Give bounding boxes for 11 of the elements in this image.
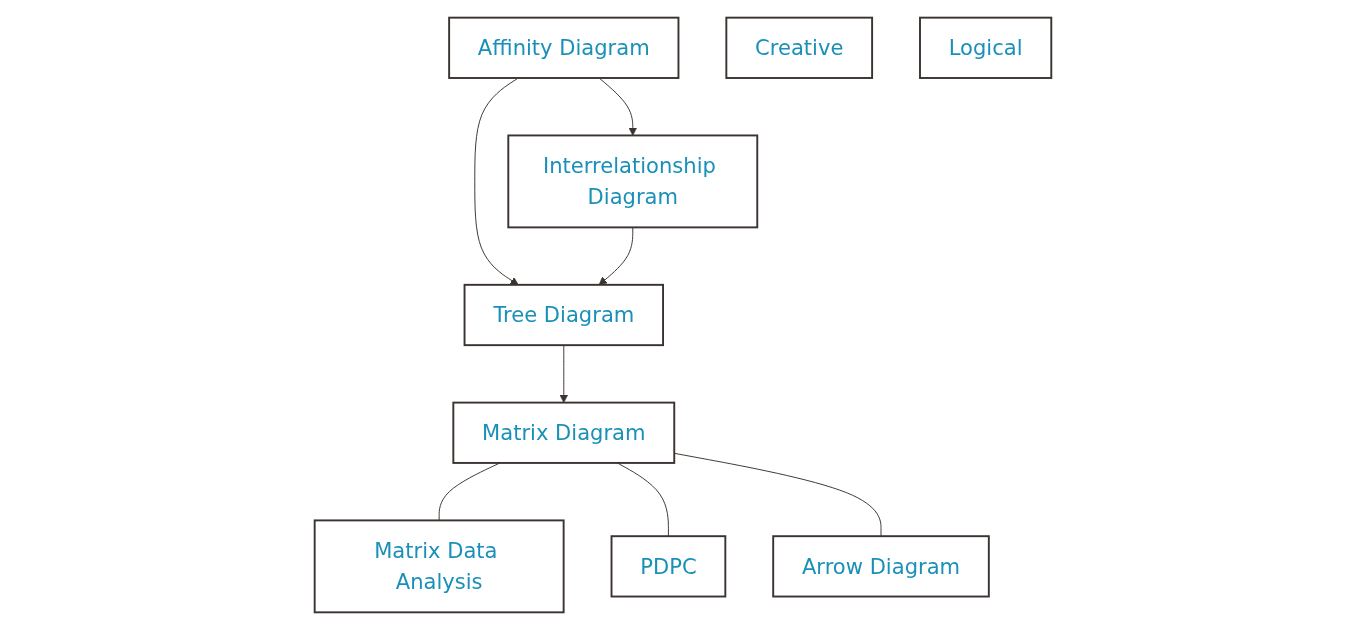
node-box: Matrix Diagram xyxy=(452,401,676,464)
node-box: Interrelationship Diagram xyxy=(507,134,759,229)
node-box: Tree Diagram xyxy=(463,283,664,347)
node-box: Logical xyxy=(919,16,1053,79)
node-box: Arrow Diagram xyxy=(772,535,990,598)
node-box: Affinity Diagram xyxy=(448,16,680,79)
node-box: Matrix Data Analysis xyxy=(313,519,565,614)
connector xyxy=(616,462,669,537)
connector xyxy=(438,462,501,521)
node-box: Creative xyxy=(725,16,874,79)
node-box: PDPC xyxy=(610,535,727,598)
